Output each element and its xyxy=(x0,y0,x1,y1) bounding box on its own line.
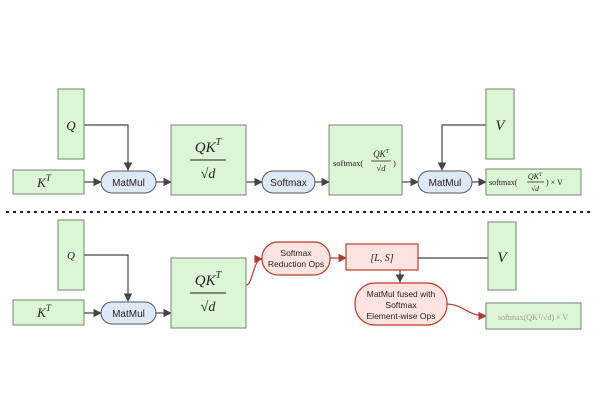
bottom-ls-label: [L, S] xyxy=(370,253,393,264)
bottom-matmul-label: MatMul xyxy=(112,309,145,320)
bottom-reduction-line1: Softmax xyxy=(280,248,312,258)
edge-v-to-matmul xyxy=(437,124,486,171)
bottom-q-box: Q xyxy=(57,219,85,291)
edge-fused-to-result xyxy=(446,303,487,321)
bottom-ls-box: [L, S] xyxy=(345,243,419,271)
top-matmul-op: MatMul xyxy=(100,170,157,194)
top-softmax-num-sup: T xyxy=(386,149,390,155)
top-qkt-box: QKT √d xyxy=(170,124,247,196)
top-v-label: V xyxy=(495,118,506,134)
edge-qkt2-to-reduction xyxy=(245,254,263,286)
top-result-num-sup: T xyxy=(539,172,543,178)
top-softmax-num-text: QK xyxy=(373,149,386,159)
top-result-tail: ) × V xyxy=(546,178,563,187)
bottom-qkt-den: √d xyxy=(201,300,217,315)
bottom-qkt-num: QKT xyxy=(195,270,223,289)
top-k-letter: K xyxy=(36,175,47,190)
top-result-num: QKT xyxy=(528,172,543,181)
bottom-result-label: softmax(QKᵀ/√d) × V xyxy=(498,313,569,322)
top-qkt-num: QKT xyxy=(195,137,223,156)
top-qkt-num-text: QK xyxy=(195,140,217,156)
bottom-v-label: V xyxy=(497,250,508,266)
top-kt-label: KT xyxy=(36,173,52,190)
top-softmax-fn: softmax( xyxy=(333,158,363,168)
top-softmax-den: √d xyxy=(377,163,387,173)
top-kt-box: KT xyxy=(12,169,85,195)
bottom-result-box: softmax(QKᵀ/√d) × V xyxy=(485,302,582,330)
bottom-kt-box: KT xyxy=(12,299,85,326)
bottom-red-connectors xyxy=(245,253,487,321)
top-qkt-den: √d xyxy=(201,167,217,182)
top-q-label: Q xyxy=(66,118,76,133)
top-q-box: Q xyxy=(57,88,85,160)
top-qkt-num-sup: T xyxy=(216,137,223,148)
bottom-reduction-line2: Reduction Ops xyxy=(268,259,324,269)
top-matmul2-label: MatMul xyxy=(429,178,462,189)
bottom-v-box: V xyxy=(487,221,517,291)
top-matmul-label: MatMul xyxy=(112,178,145,189)
top-result-num-text: QK xyxy=(528,172,540,181)
top-softmax-close: ) xyxy=(393,158,396,168)
top-v-box: V xyxy=(485,88,515,160)
top-matmul2-op: MatMul xyxy=(417,170,473,194)
bottom-fused-line1: MatMul fused with xyxy=(367,289,436,299)
top-result-fn: softmax( xyxy=(489,178,518,187)
bottom-fused-op: MatMul fused with Softmax Element-wise O… xyxy=(354,282,448,326)
top-softmax-op: Softmax xyxy=(261,170,316,194)
edge-q-to-matmul xyxy=(84,124,133,171)
bottom-k-letter: K xyxy=(36,305,47,320)
bottom-fused-line2: Softmax xyxy=(385,300,417,310)
bottom-q-label: Q xyxy=(67,250,75,262)
top-section: Q KT MatMul QKT √d Softmax softmax( xyxy=(12,88,582,196)
bottom-matmul-op: MatMul xyxy=(100,301,157,325)
edge-q2-to-matmul xyxy=(84,254,133,302)
top-k-sup: T xyxy=(46,173,52,183)
top-result-box: softmax( QKT √d ) × V xyxy=(485,168,582,196)
bottom-reduction-op: Softmax Reduction Ops xyxy=(261,241,331,276)
top-softmax-box: softmax( QKT √d ) xyxy=(328,124,403,196)
bottom-k-sup: T xyxy=(46,303,52,313)
top-connectors xyxy=(84,124,487,187)
bottom-kt-label: KT xyxy=(36,303,52,320)
top-softmax-label: Softmax xyxy=(270,178,307,189)
bottom-qkt-box: QKT √d xyxy=(170,257,247,329)
bottom-qkt-num-sup: T xyxy=(216,270,223,281)
bottom-qkt-num-text: QK xyxy=(195,273,217,289)
bottom-fused-line3: Element-wise Ops xyxy=(367,311,436,321)
top-softmax-num: QKT xyxy=(373,149,390,159)
bottom-section: Q KT MatMul QKT √d Softmax Reduction Ops xyxy=(12,219,582,330)
top-result-den: √d xyxy=(531,184,539,193)
